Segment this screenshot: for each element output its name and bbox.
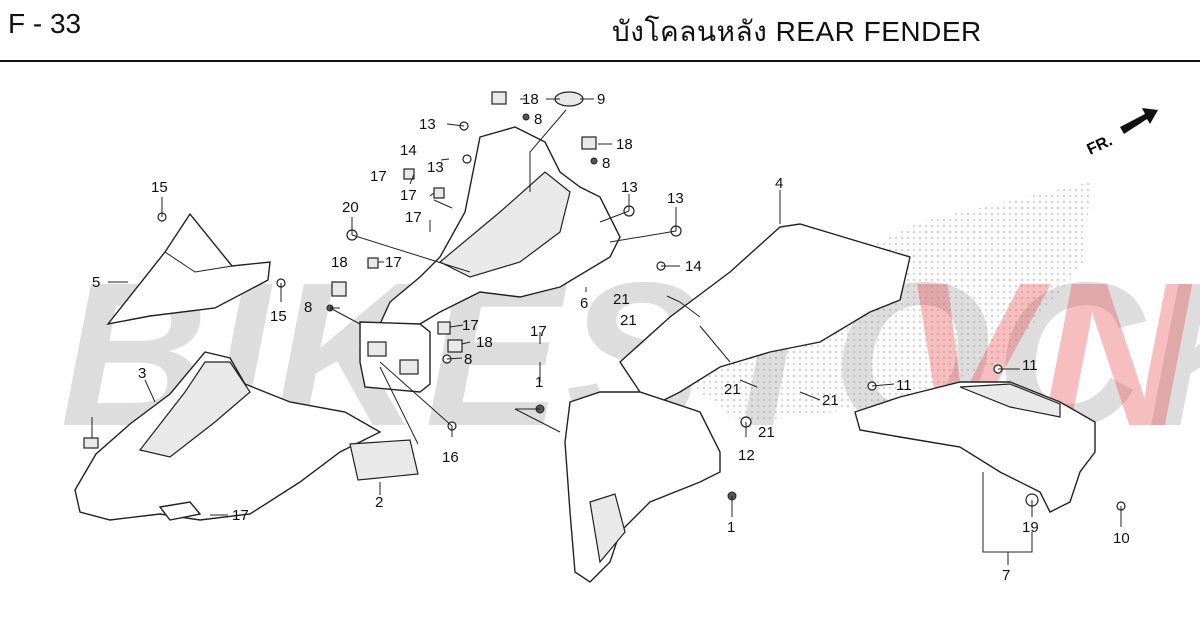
callout-1-bottom: 1: [727, 519, 735, 536]
callout-15-b: 15: [270, 308, 287, 325]
callout-4: 4: [775, 175, 783, 192]
header-rule: [0, 60, 1200, 62]
callout-2: 2: [375, 494, 383, 511]
callout-14-b: 14: [685, 258, 702, 275]
part-3-tail-cover: [74, 351, 382, 521]
callout-13-a: 13: [419, 116, 436, 133]
callout-21-d: 21: [822, 392, 839, 409]
callout-8-a: 8: [534, 111, 542, 128]
callout-6: 6: [580, 295, 588, 312]
callout-1-top: 1: [535, 374, 543, 391]
callout-17-f: 17: [530, 323, 547, 340]
callout-8-c: 8: [304, 299, 312, 316]
front-direction-label: FR.: [1085, 132, 1116, 158]
part-5-cover: [106, 212, 271, 326]
part-4-inner-fender: [619, 223, 911, 408]
callout-7: 7: [1002, 567, 1010, 584]
callout-9: 9: [597, 91, 605, 108]
page-code: F - 33: [8, 8, 82, 39]
callout-17-c: 17: [385, 254, 402, 271]
license-bracket: [359, 321, 431, 393]
callout-17-e: 17: [462, 317, 479, 334]
callout-18-a: 18: [522, 91, 539, 108]
callout-8-b: 8: [602, 155, 610, 172]
callout-13-b: 13: [427, 159, 444, 176]
callout-18-b: 18: [616, 136, 633, 153]
parts-drawing: FR.: [74, 91, 1158, 584]
callout-21-a: 21: [613, 291, 630, 308]
callout-18-c: 18: [331, 254, 348, 271]
header: F - 33 บังโคลนหลัง REAR FENDER: [0, 0, 1200, 60]
callout-10: 10: [1113, 530, 1130, 547]
callout-11-a: 11: [1022, 357, 1038, 374]
callout-13-c: 13: [621, 179, 638, 196]
callout-labels: 1 1 2 3 4 5 6 7 8 8 8 8 9 10 11 11 12 13…: [92, 91, 1130, 584]
parts-diagram: BIKESTOCK VN FR.: [0, 62, 1200, 625]
callout-21-b: 21: [620, 312, 637, 329]
part-7-side-fender: [854, 381, 1096, 513]
callout-15-a: 15: [151, 179, 168, 196]
callout-19: 19: [1022, 519, 1039, 536]
callout-16: 16: [442, 449, 459, 466]
part-main-fender: [564, 391, 721, 583]
callout-11-b: 11: [896, 377, 912, 394]
callout-14-a: 14: [400, 142, 417, 159]
callout-17-a: 17: [370, 168, 387, 185]
callout-17-d: 17: [405, 209, 422, 226]
callout-5: 5: [92, 274, 100, 291]
callout-8-d: 8: [464, 351, 472, 368]
callout-12: 12: [738, 447, 755, 464]
callout-17-g: 17: [232, 507, 249, 524]
callout-13-d: 13: [667, 190, 684, 207]
leader-lines: [91, 98, 1122, 565]
front-direction-arrow: FR.: [1085, 108, 1158, 159]
callout-20: 20: [342, 199, 359, 216]
callout-18-d: 18: [476, 334, 493, 351]
callout-3: 3: [138, 365, 146, 382]
callout-21-e: 21: [758, 424, 775, 441]
callout-17-b: 17: [400, 187, 417, 204]
part-2-reflector: [349, 439, 419, 481]
page-title: บังโคลนหลัง REAR FENDER: [612, 16, 982, 47]
callout-21-c: 21: [724, 381, 741, 398]
